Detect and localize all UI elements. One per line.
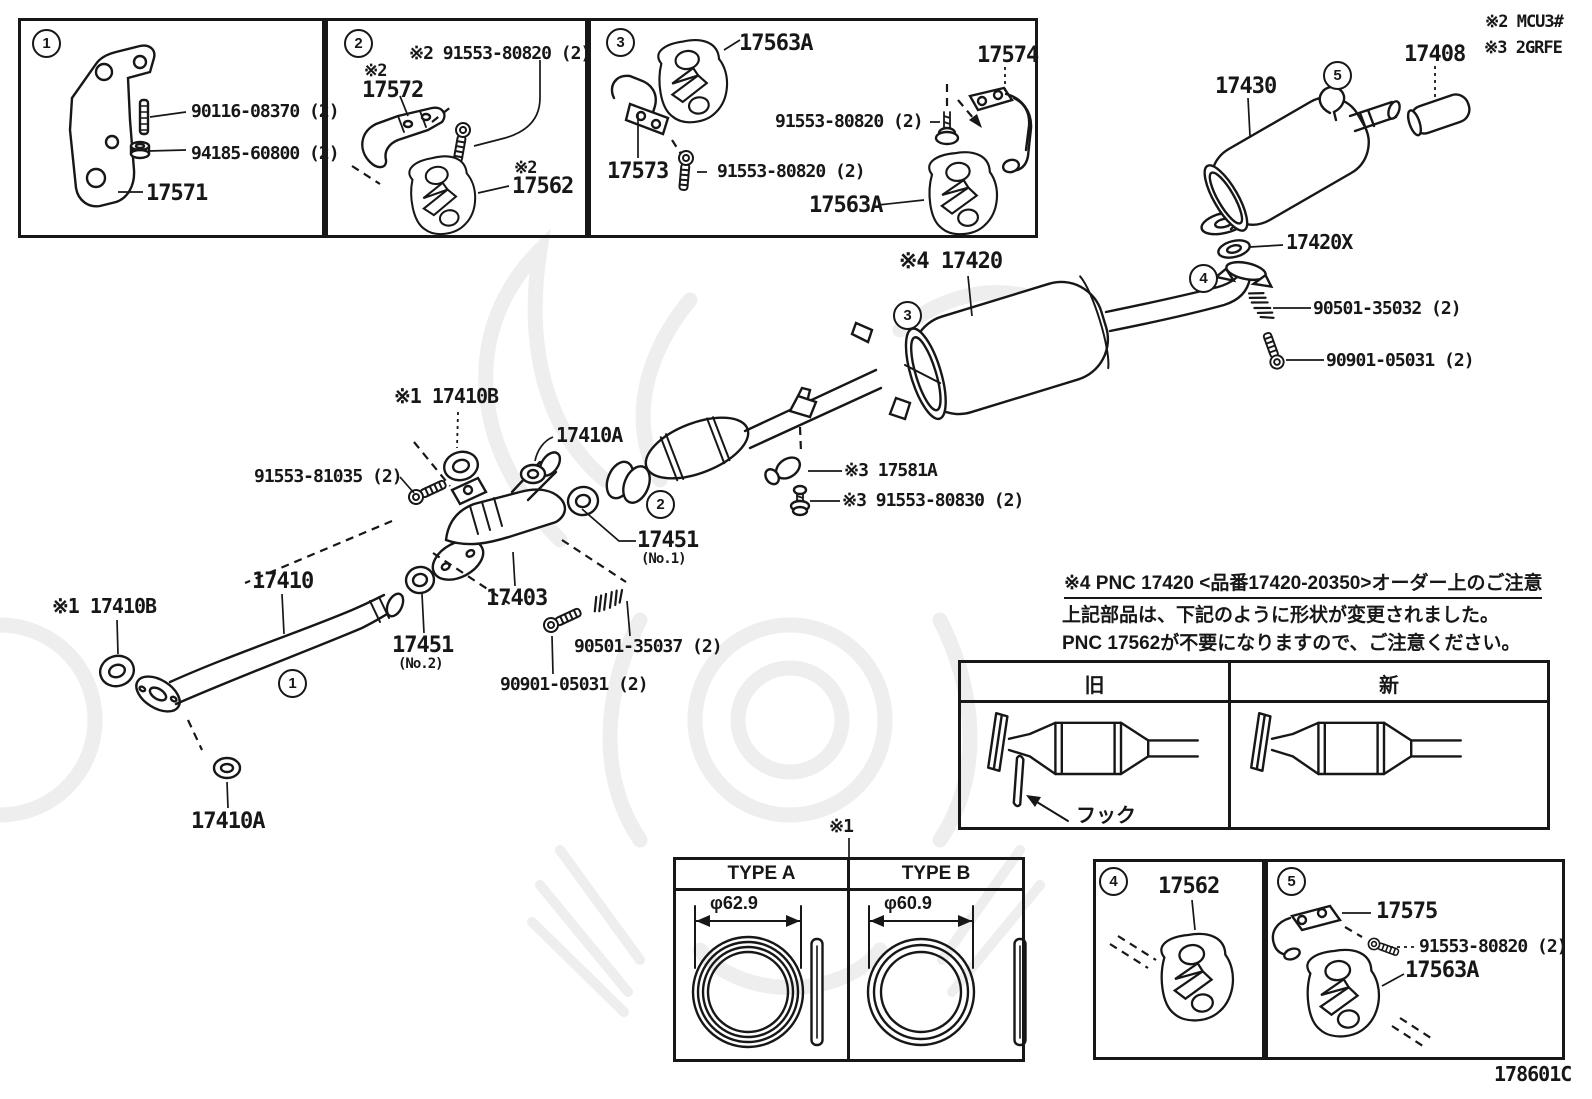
part-label-90116-08370: 90116-08370 (2) <box>191 101 340 122</box>
part-label-17574: 17574 <box>977 43 1039 68</box>
part-label-17451-no1-sub: (No.1) <box>641 551 687 567</box>
mark-label-x2-rubber: ※2 <box>514 158 538 178</box>
part-label-17420: ※4 17420 <box>899 249 1003 274</box>
part-label-17572: 17572 <box>362 78 424 103</box>
callout-4-inset: 4 <box>1099 867 1128 896</box>
part-label-17563a-top: 17563A <box>739 31 813 56</box>
callout-3-main: 3 <box>893 301 922 330</box>
hook-label: フック <box>1076 805 1136 827</box>
part-label-17575: 17575 <box>1376 899 1438 924</box>
type-box <box>673 857 1025 1062</box>
comparison-table-header-line <box>961 700 1547 703</box>
dotted-leaders <box>456 66 1436 948</box>
type-a-diameter: φ62.9 <box>710 893 758 913</box>
detail-box-5 <box>1265 859 1565 1060</box>
type-b-diameter: φ60.9 <box>884 893 932 913</box>
comparison-table <box>958 660 1550 830</box>
inset-box-2 <box>325 18 588 238</box>
inset-box-1 <box>18 18 325 238</box>
part-label-17420x: 17420X <box>1286 230 1353 254</box>
part-label-90901-05031-right: 90901-05031 (2) <box>1326 350 1475 371</box>
callout-5-inset: 5 <box>1277 867 1306 896</box>
part-label-17410a-top: 17410A <box>556 423 623 447</box>
type-box-divider <box>847 860 850 1059</box>
part-label-17410a-bottom: 17410A <box>191 809 265 834</box>
part-label-17451-no2-sub: (No.2) <box>398 656 444 672</box>
mark-label-x1-typebox: ※1 <box>829 816 854 837</box>
part-label-17451-no2: 17451 <box>392 633 454 658</box>
comparison-table-divider <box>1228 663 1231 827</box>
callout-2-inset: 2 <box>344 29 373 58</box>
part-label-91553-80820-box2: ※2 91553-80820 (2) <box>409 43 591 64</box>
part-label-17563a-box5: 17563A <box>1405 958 1479 983</box>
watermark <box>0 228 1088 1017</box>
note-title: ※4 PNC 17420 <品番17420-20350>オーダー上のご注意 <box>1064 574 1543 599</box>
part-label-17430: 17430 <box>1215 74 1277 99</box>
part-label-17571: 17571 <box>146 181 208 206</box>
part-label-17451-no1: 17451 <box>637 528 699 553</box>
mark-label-x2-hook: ※2 <box>364 61 388 81</box>
part-label-17562-box2: 17562 <box>512 174 574 199</box>
leader-lines <box>116 39 1405 987</box>
callout-4-main: 4 <box>1189 264 1218 293</box>
engine-note-mcu3: ※2 MCU3# <box>1485 12 1564 32</box>
drawing-reference-code: 178601C <box>1494 1062 1572 1086</box>
part-label-17403: 17403 <box>486 586 548 611</box>
part-label-90501-35032: 90501-35032 (2) <box>1313 298 1462 319</box>
part-label-91553-80830: ※3 91553-80830 (2) <box>842 490 1024 511</box>
callout-2-main: 2 <box>646 490 675 519</box>
part-label-91553-80820-mid: 91553-80820 (2) <box>775 111 924 132</box>
part-label-17581a: ※3 17581A <box>844 460 938 481</box>
part-label-91553-80820-box5: 91553-80820 (2) <box>1419 936 1568 957</box>
part-label-94185-60800: 94185-60800 (2) <box>191 143 340 164</box>
table-header-old: 旧 <box>1084 675 1105 697</box>
part-label-17562-box4: 17562 <box>1158 874 1220 899</box>
part-label-91553-81035: 91553-81035 (2) <box>254 466 403 487</box>
note-line-2: PNC 17562が不要になりますので、ご注意ください。 <box>1062 633 1521 654</box>
dashed-lines <box>187 84 1435 1049</box>
part-label-90901-05031-bottom: 90901-05031 (2) <box>500 674 649 695</box>
part-label-17408: 17408 <box>1404 42 1466 67</box>
callout-5-main: 5 <box>1323 61 1352 90</box>
type-a-header: TYPE A <box>727 863 796 884</box>
part-label-17573: 17573 <box>607 159 669 184</box>
table-header-new: 新 <box>1379 675 1399 697</box>
part-label-17410b-top: ※1 17410B <box>394 384 499 408</box>
main-assembly-art <box>68 33 1471 1049</box>
detail-box-4 <box>1093 859 1265 1060</box>
part-label-91553-80820-bot: 91553-80820 (2) <box>717 161 866 182</box>
callout-1-main: 1 <box>278 669 307 698</box>
type-b-header: TYPE B <box>901 863 971 884</box>
part-label-17410b-bottom: ※1 17410B <box>52 594 157 618</box>
callout-1-inset: 1 <box>32 29 61 58</box>
part-label-90501-35037: 90501-35037 (2) <box>574 636 723 657</box>
note-line-1: 上記部品は、下記のように形状が変更されました。 <box>1062 605 1500 626</box>
callout-3-inset: 3 <box>606 28 635 57</box>
part-label-17410: 17410 <box>252 569 314 594</box>
part-label-17563a-bot: 17563A <box>809 193 883 218</box>
engine-note-2grfe: ※3 2GRFE <box>1484 38 1563 58</box>
inset-box-3 <box>588 18 1038 238</box>
